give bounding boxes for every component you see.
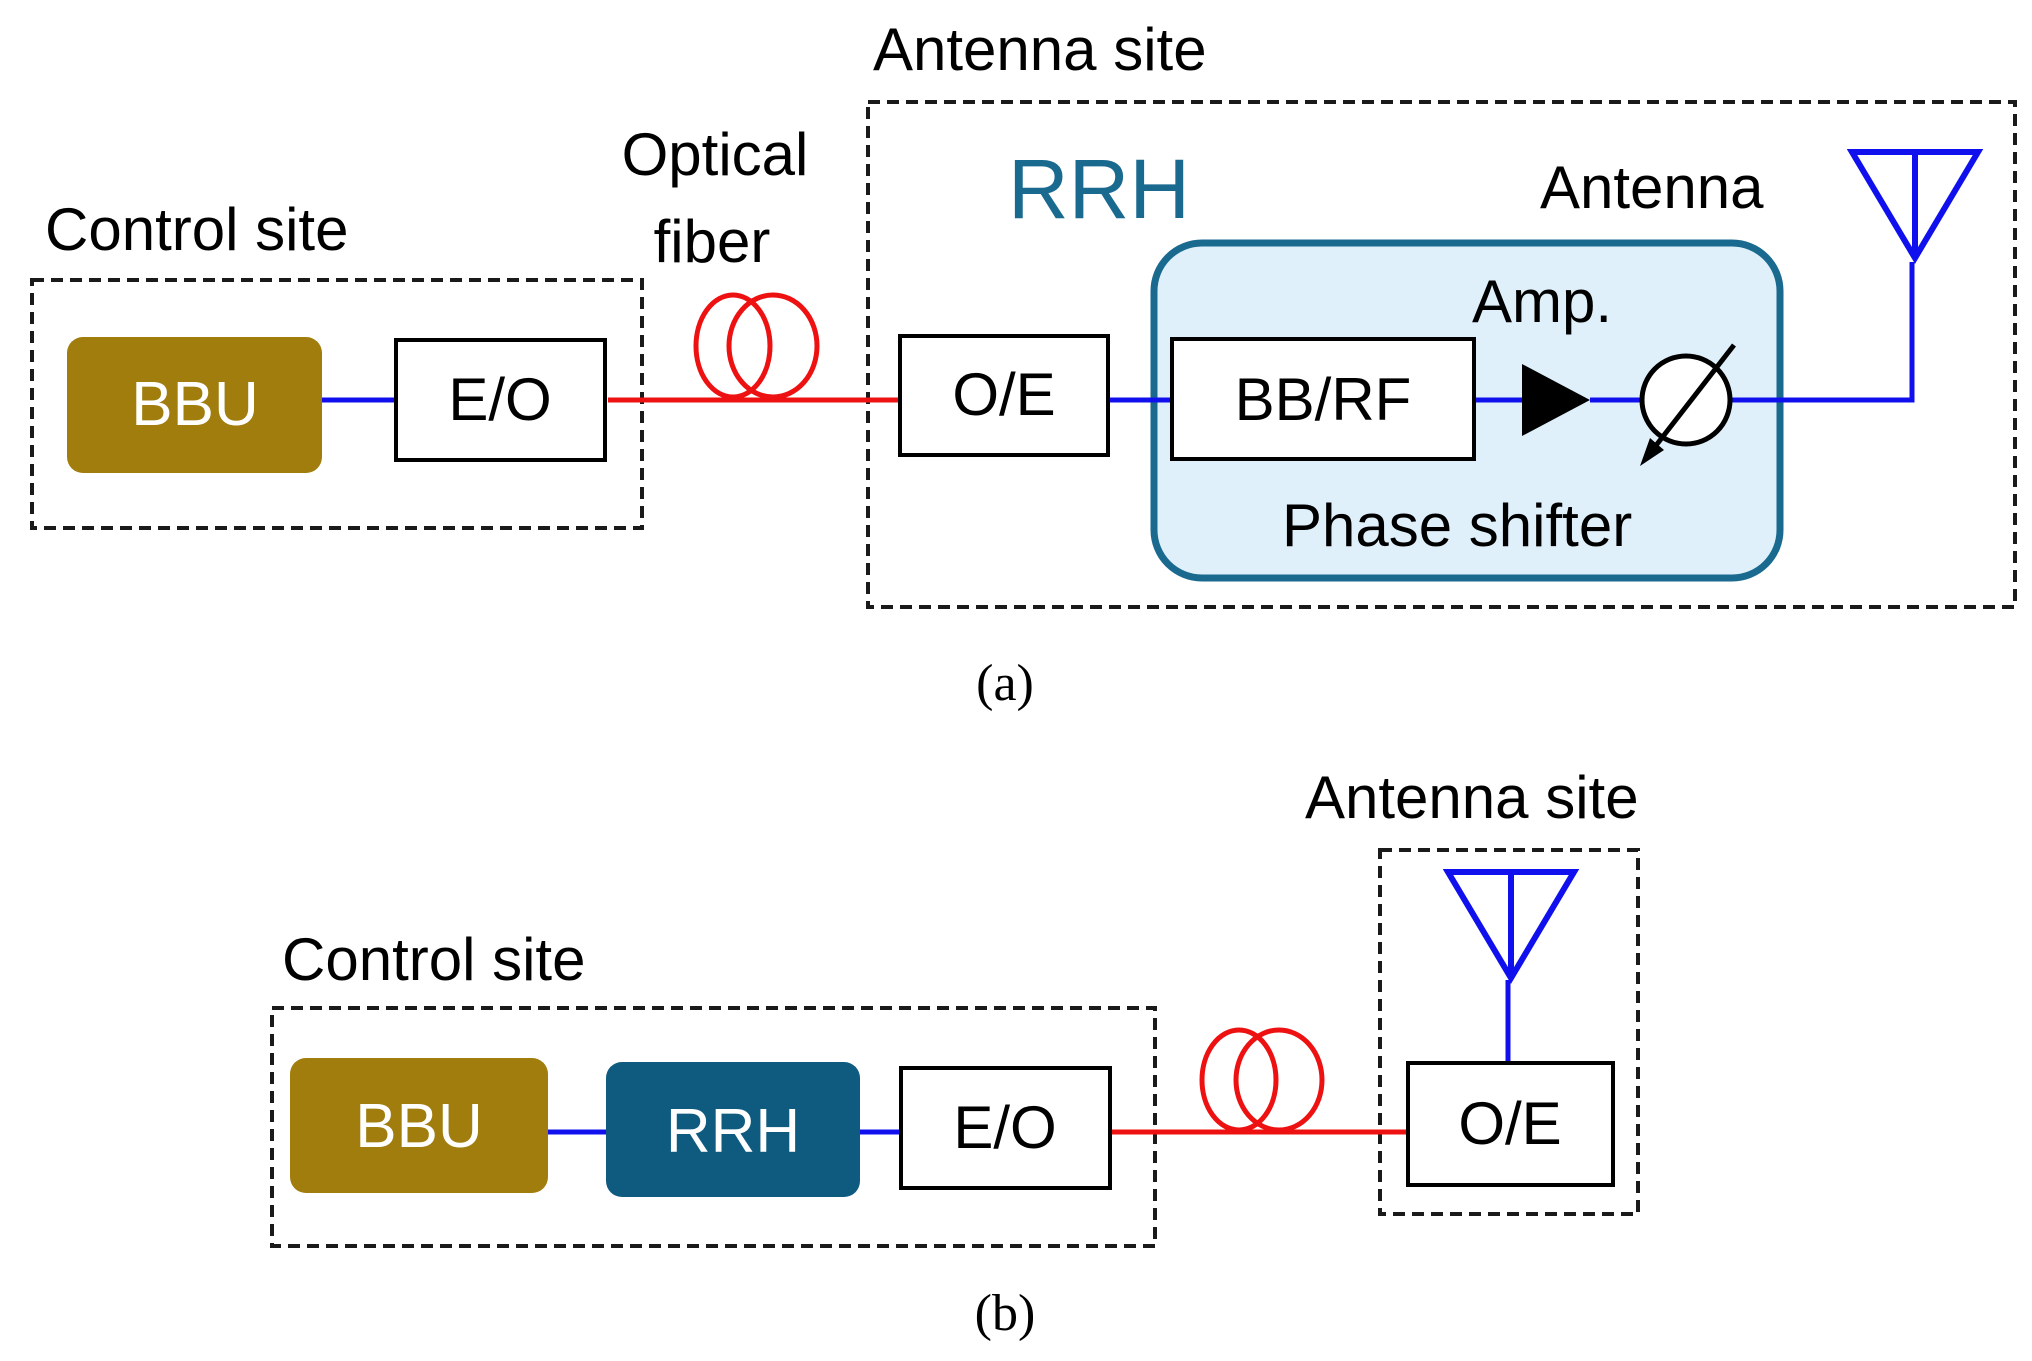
caption-a: (a): [976, 655, 1034, 712]
antenna-site-boundary-b: [1378, 848, 1640, 1216]
control-site-label-b: Control site: [282, 926, 585, 993]
antenna-label-a: Antenna: [1540, 154, 1764, 221]
antenna-site-label-b: Antenna site: [1305, 764, 1639, 831]
control-site-boundary-a: [30, 278, 644, 530]
fiber-label-line1: Optical: [622, 121, 809, 188]
oe-block-a: [898, 334, 1110, 457]
bbu-label-b: BBU: [355, 1092, 482, 1161]
oe-block-b: [1406, 1061, 1615, 1187]
fiber-label-line2: fiber: [654, 208, 771, 275]
bbu-block-a: [67, 337, 322, 473]
antenna-icon-a: [1846, 149, 1984, 264]
oe-label-b: O/E: [1458, 1090, 1561, 1157]
amplifier-icon: [1522, 364, 1590, 436]
bbrf-block: [1170, 337, 1476, 461]
rrh-block-b: [606, 1062, 860, 1197]
antenna-site-boundary-a: [866, 100, 2017, 609]
eo-block-a: [394, 338, 607, 462]
caption-b: (b): [975, 1285, 1036, 1342]
bbu-label-a: BBU: [131, 370, 258, 439]
oe-label-a: O/E: [952, 361, 1055, 428]
fiber-coil-b: [1199, 1027, 1325, 1133]
phase-shifter-label: Phase shifter: [1282, 492, 1632, 559]
fiber-coil-a: [693, 292, 820, 400]
control-site-label-a: Control site: [45, 196, 348, 263]
bbu-block-b: [290, 1058, 548, 1193]
panel-a: BBU E/O O/E BB/RF Control site Antenna s…: [30, 16, 2017, 712]
amp-label: Amp.: [1472, 268, 1612, 335]
link-phase-antenna: [1730, 262, 1915, 403]
eo-label-b: E/O: [953, 1094, 1056, 1161]
eo-block-b: [899, 1066, 1112, 1190]
eo-label-a: E/O: [448, 366, 551, 433]
rrh-title: RRH: [1008, 142, 1190, 236]
panel-b: BBU RRH E/O O/E Control site Antenna sit…: [270, 764, 1640, 1342]
rrh-label-b: RRH: [666, 1097, 800, 1166]
bbrf-label: BB/RF: [1235, 366, 1412, 433]
control-site-boundary-b: [270, 1006, 1157, 1248]
antenna-site-label-a: Antenna site: [873, 16, 1207, 83]
antenna-icon-b: [1442, 869, 1580, 984]
phase-shifter-icon: [1639, 343, 1736, 466]
